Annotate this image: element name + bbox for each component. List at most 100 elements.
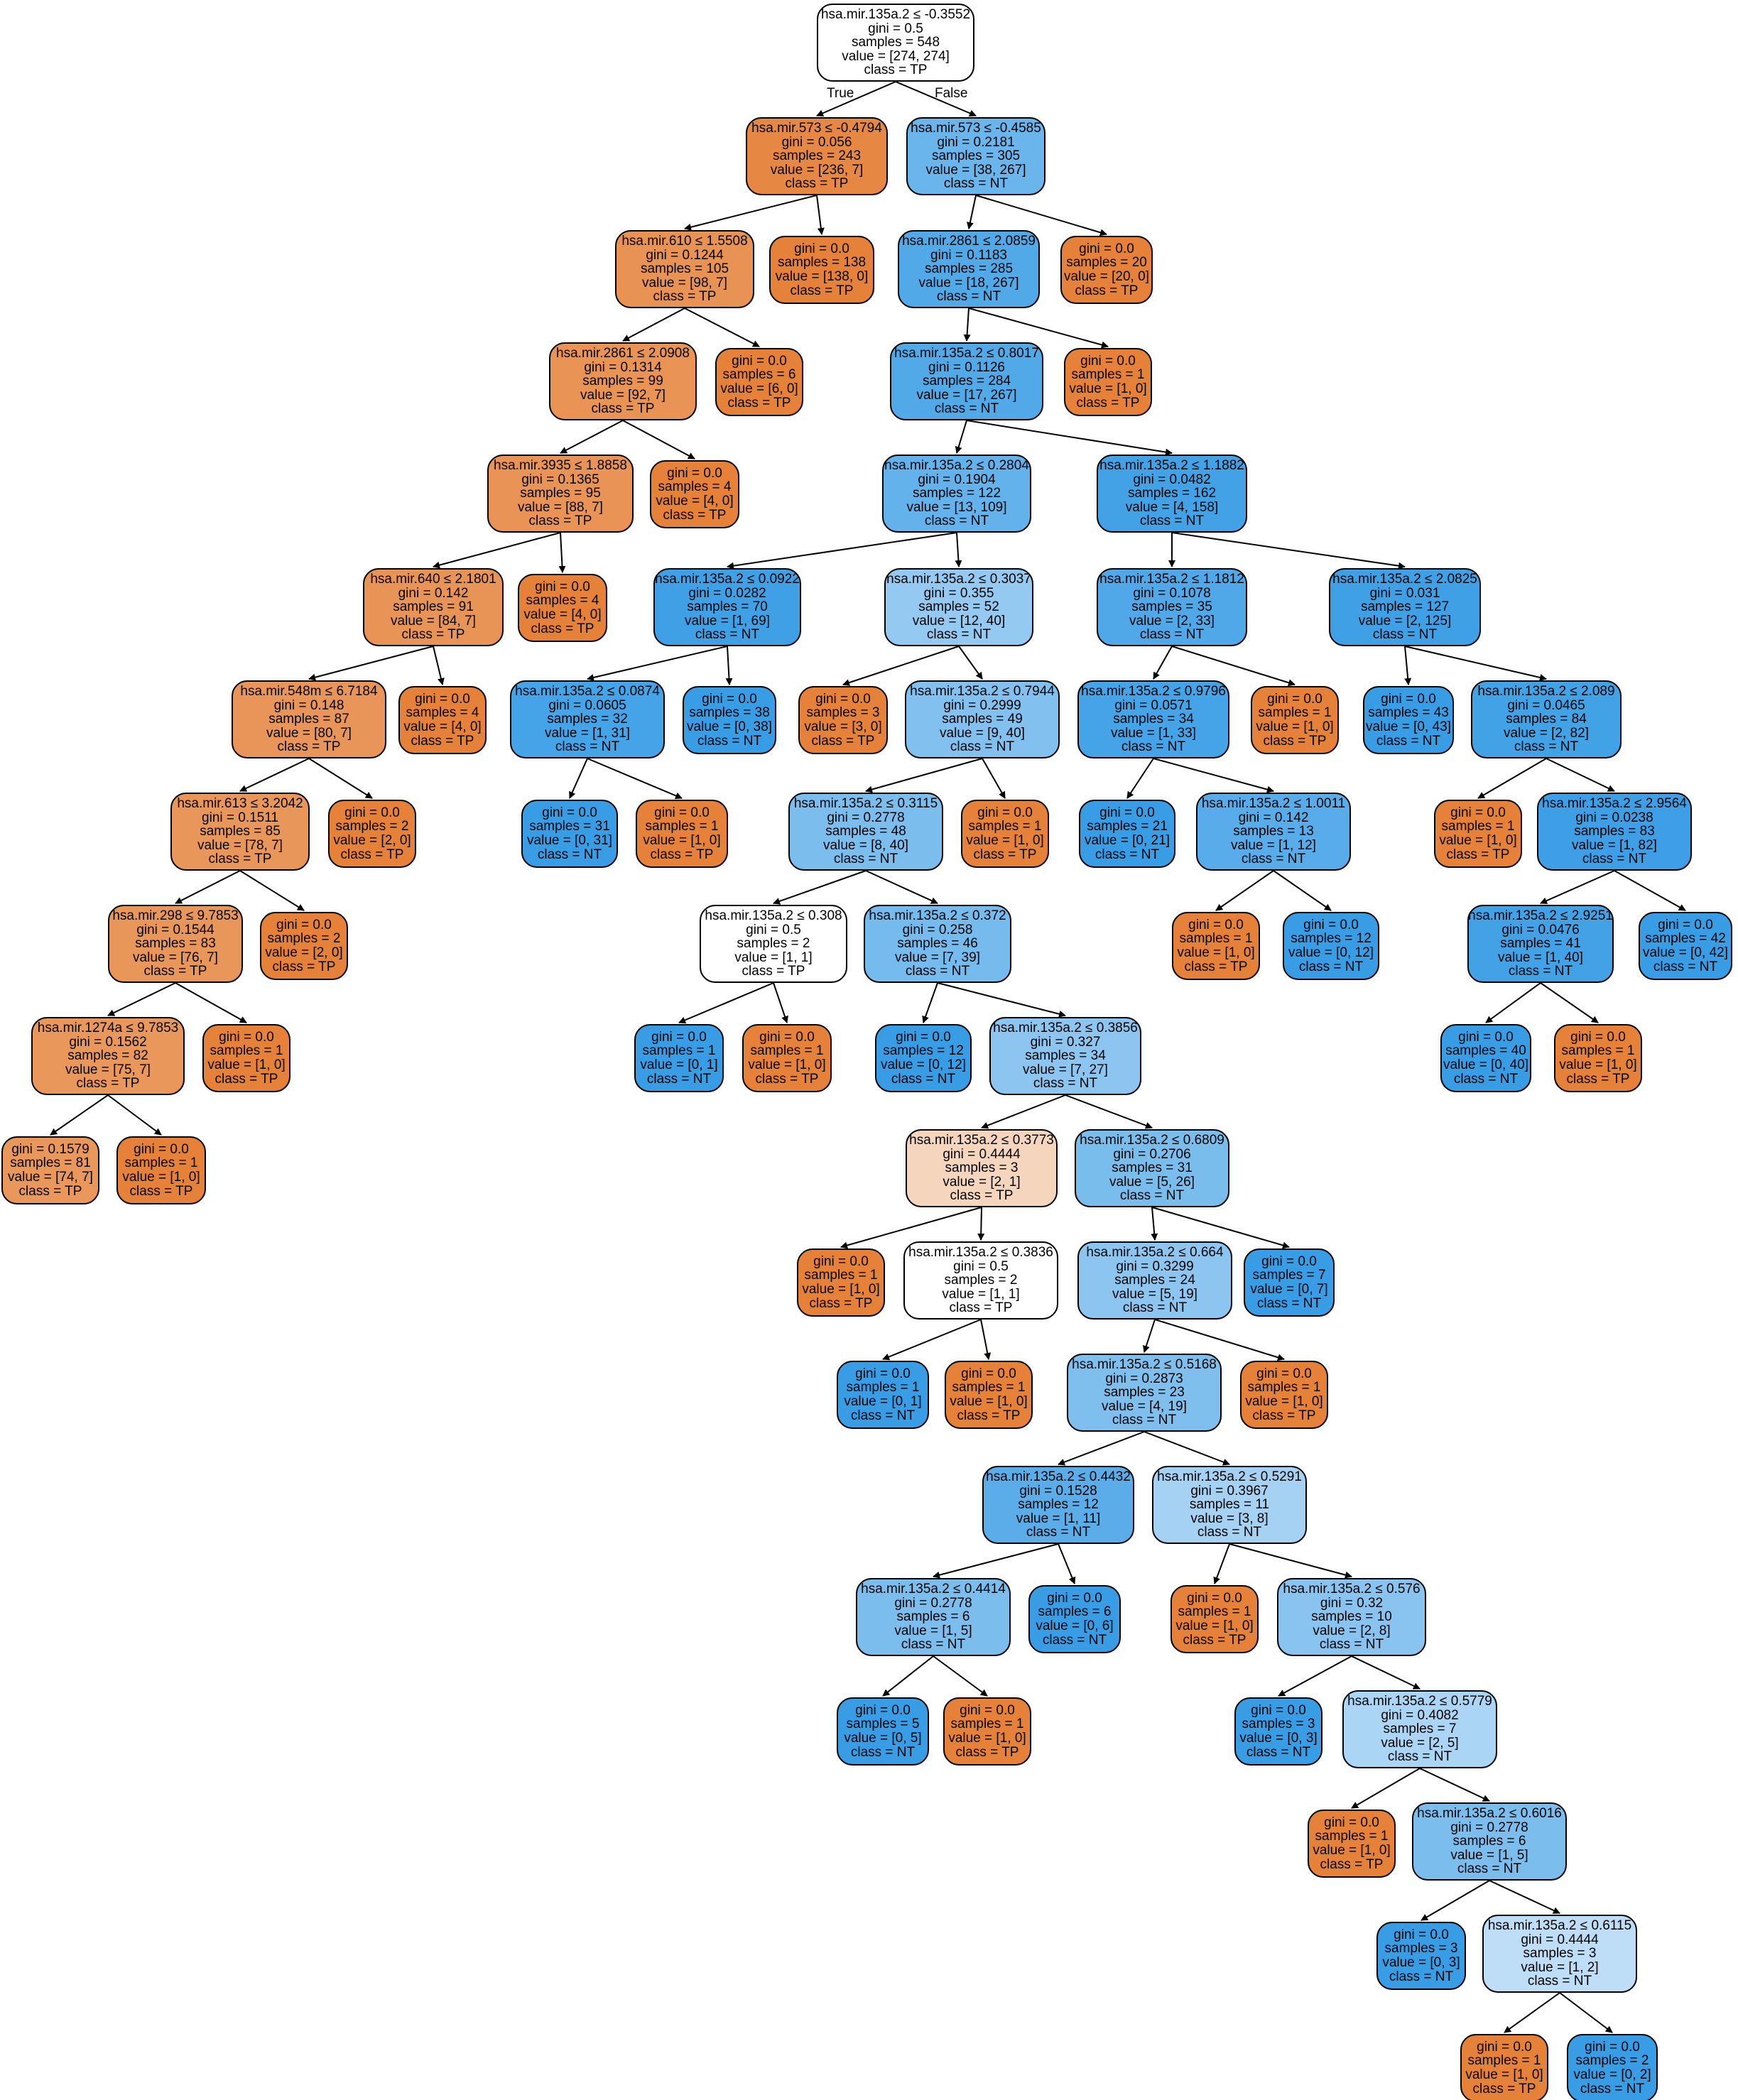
node-line: value = [7, 27]	[1023, 1062, 1108, 1077]
node-line: samples = 49	[942, 712, 1023, 727]
node-line: hsa.mir.135a.2 ≤ 0.5291	[1157, 1469, 1302, 1485]
node-line: value = [20, 0]	[1064, 269, 1149, 284]
node-line: gini = 0.2999	[943, 697, 1021, 713]
node-line: gini = 0.0	[815, 691, 871, 707]
node-line: gini = 0.0	[1458, 1029, 1514, 1045]
node-line: samples = 6	[1452, 1834, 1526, 1849]
node-line: samples = 20	[1066, 255, 1147, 271]
node-line: samples = 6	[896, 1609, 970, 1625]
tree-edge	[966, 420, 1173, 456]
node-line: gini = 0.0	[794, 241, 849, 256]
node-line: value = [0, 1]	[640, 1057, 718, 1072]
node-line: value = [0, 2]	[1573, 2067, 1651, 2082]
node-line: value = [0, 40]	[1443, 1057, 1528, 1072]
node-line: value = [76, 7]	[133, 950, 218, 965]
node-line: class = TP	[650, 847, 714, 862]
node-line: gini = 0.0571	[1114, 697, 1193, 713]
node-line: samples = 10	[1311, 1609, 1392, 1625]
node-line: hsa.mir.135a.2 ≤ 0.5168	[1072, 1357, 1217, 1373]
node-line: hsa.mir.135a.2 ≤ 0.9796	[1081, 684, 1226, 700]
node-line: class = TP	[528, 513, 592, 529]
tree-edge	[569, 758, 588, 799]
node-line: samples = 5	[846, 1717, 920, 1732]
tree-edge	[773, 870, 867, 905]
node-line: value = [1, 0]	[950, 1394, 1028, 1409]
node-line: value = [2, 125]	[1358, 613, 1452, 629]
node-line: class = NT	[537, 847, 602, 862]
node-line: value = [1, 5]	[1450, 1847, 1528, 1863]
node-line: hsa.mir.2861 ≤ 2.0859	[902, 234, 1036, 249]
tree-edge	[1351, 1655, 1421, 1690]
node-line: gini = 0.1562	[69, 1034, 147, 1050]
tree-edge	[1058, 1431, 1145, 1466]
node-line: samples = 1	[1258, 705, 1332, 721]
node-line: hsa.mir.135a.2 ≤ 2.9564	[1542, 796, 1687, 812]
tree-edge	[1065, 1094, 1153, 1129]
node-line: class = NT	[1256, 1295, 1322, 1311]
node-line: class = TP	[1263, 733, 1327, 749]
node-line: class = TP	[653, 289, 717, 305]
node-line: class = TP	[811, 733, 875, 749]
node-line: value = [38, 267]	[925, 162, 1026, 178]
tree-edge	[308, 758, 373, 799]
node-line: value = [0, 42]	[1643, 945, 1728, 960]
node-line: samples = 95	[520, 486, 601, 501]
node-line: class = NT	[1026, 1525, 1091, 1540]
node-line: samples = 12	[1018, 1497, 1099, 1513]
node-line: samples = 84	[1506, 712, 1587, 727]
tree-edge	[1404, 646, 1412, 685]
node-line: class = TP	[1320, 1856, 1384, 1872]
node-line: hsa.mir.135a.2 ≤ 0.3856	[993, 1021, 1138, 1036]
node-line: gini = 0.2778	[1450, 1819, 1528, 1835]
node-line: value = [5, 19]	[1112, 1286, 1197, 1302]
node-line: value = [80, 7]	[266, 725, 352, 741]
node-line: value = [2, 0]	[333, 833, 411, 848]
node-line: hsa.mir.135a.2 ≤ 0.308	[705, 908, 842, 924]
node-line: gini = 0.0	[1450, 805, 1506, 820]
node-line: gini = 0.2181	[937, 134, 1015, 150]
node-line: gini = 0.148	[273, 697, 344, 713]
node-line: samples = 1	[952, 1380, 1026, 1396]
node-line: gini = 0.0	[855, 1702, 911, 1718]
node-line: class = NT	[1119, 1188, 1185, 1204]
tree-edge	[433, 646, 445, 685]
node-line: class = TP	[411, 733, 474, 749]
node-line: gini = 0.0	[977, 805, 1033, 820]
node-line: samples = 42	[1645, 931, 1726, 947]
tree-edge	[937, 982, 1066, 1018]
node-line: value = [0, 7]	[1250, 1282, 1328, 1297]
node-line: value = [1, 40]	[1498, 950, 1583, 965]
tree-edge	[1559, 1992, 1613, 2033]
tree-edge	[1278, 1655, 1352, 1697]
node-line: samples = 122	[912, 486, 1001, 501]
tree-edge	[1143, 1319, 1156, 1353]
node-line: value = [6, 0]	[720, 381, 798, 396]
node-line: samples = 4	[406, 705, 479, 721]
tree-edge	[982, 758, 1006, 799]
node-line: value = [1, 0]	[643, 833, 721, 848]
node-line: samples = 1	[210, 1043, 283, 1059]
node-line: class = TP	[663, 507, 727, 523]
node-line: value = [1, 1]	[734, 950, 813, 965]
tree-edge	[175, 870, 241, 904]
node-line: class = NT	[936, 289, 1001, 305]
node-line: class = TP	[955, 1744, 1019, 1760]
